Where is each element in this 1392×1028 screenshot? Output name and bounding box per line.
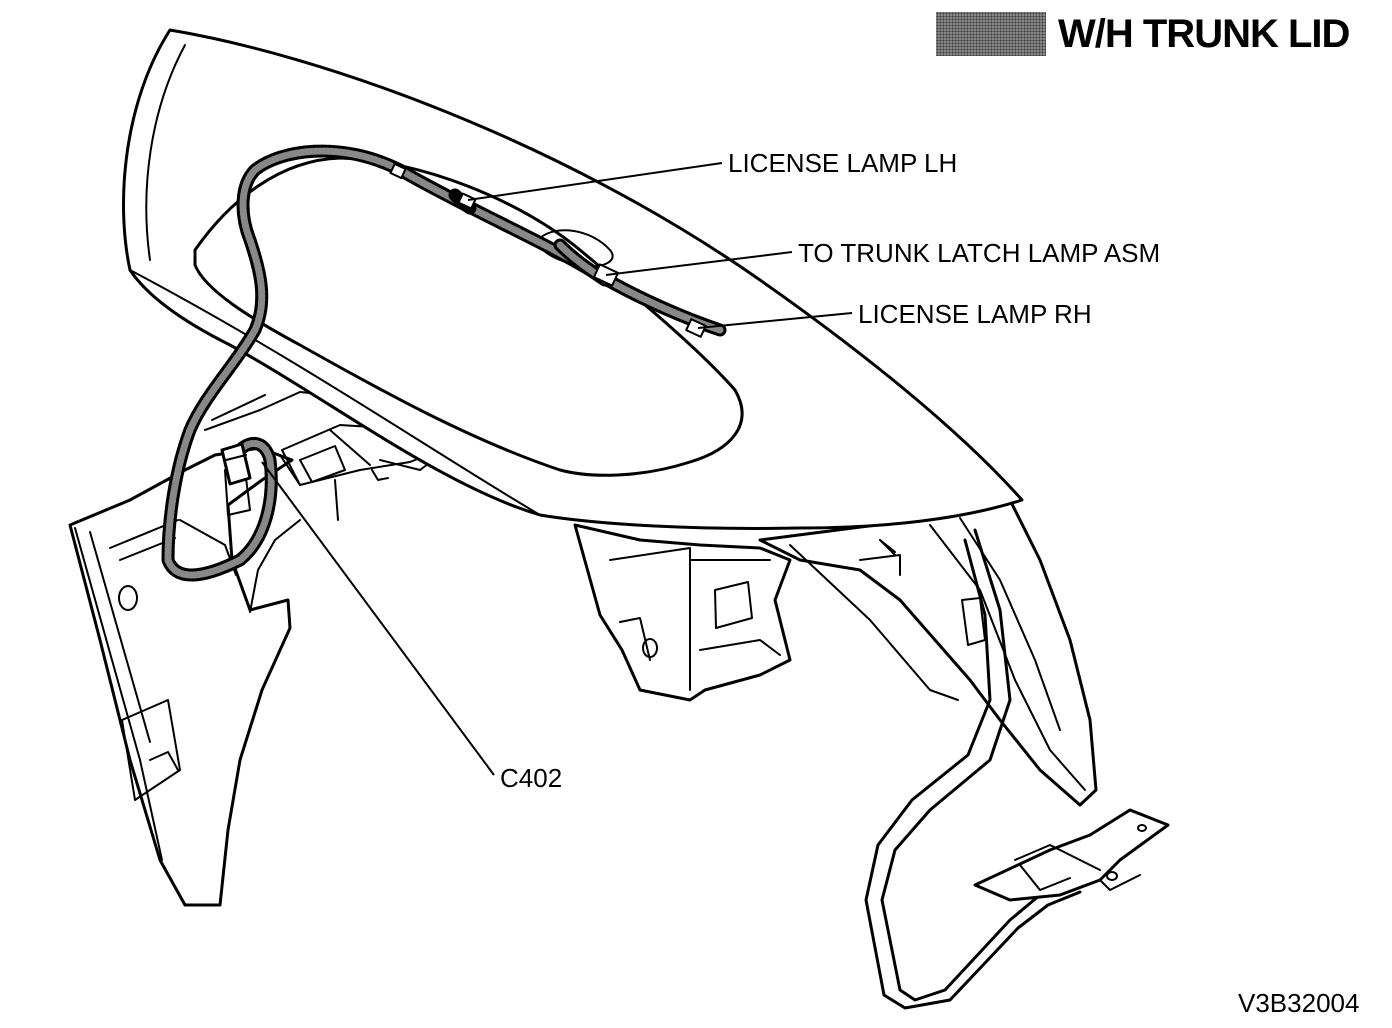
leader-license-lamp-rh [697,312,853,329]
leader-lines [261,162,853,776]
label-license-lamp-rh: LICENSE LAMP RH [858,299,1092,329]
center-body-structure [204,391,792,702]
right-hinge-area [758,498,1170,1010]
leader-license-lamp-lh [467,162,723,201]
label-connector-c402: C402 [500,763,563,793]
diagram-title: W/H TRUNK LID [1058,12,1350,56]
label-trunk-latch-lamp: TO TRUNK LATCH LAMP ASM [798,238,1161,268]
figure-id: V3B32004 [1238,988,1360,1018]
wire-harness [161,144,727,582]
leader-trunk-latch-lamp [605,251,793,276]
leader-c402 [261,461,495,776]
title-swatch [936,12,1046,56]
label-license-lamp-lh: LICENSE LAMP LH [728,148,958,178]
